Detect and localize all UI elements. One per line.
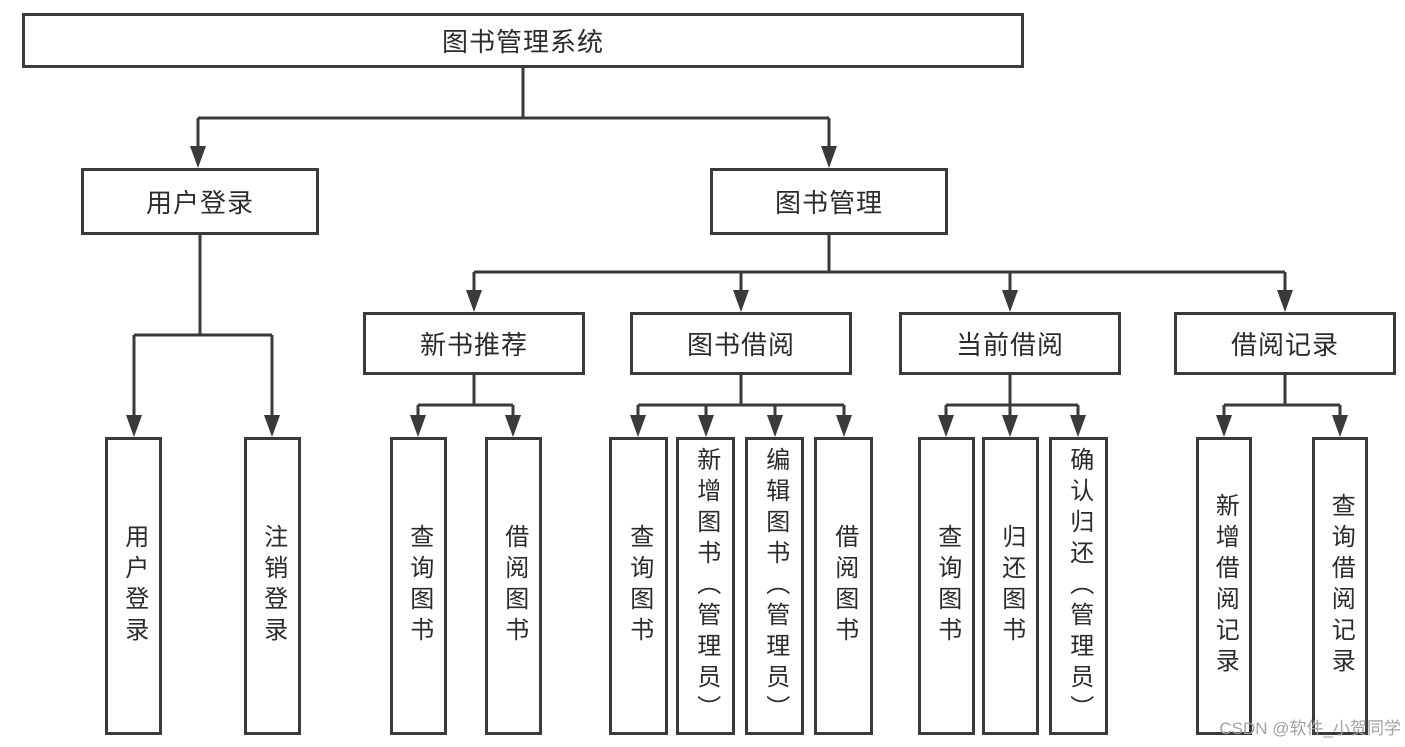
node-user-login: 用户登录 <box>81 168 319 235</box>
leaf-borrow-books-borrowing-label: 借阅图书 <box>830 524 858 648</box>
connector-book-borrowing-children <box>630 375 852 437</box>
leaf-borrow-books-borrowing: 借阅图书 <box>814 437 873 735</box>
arrow-down-icon <box>836 415 852 437</box>
connector-current-borrowing-children <box>938 375 1086 437</box>
arrow-down-icon <box>733 290 749 312</box>
leaf-query-books-current-label: 查询图书 <box>933 524 961 648</box>
node-current-borrowing: 当前借阅 <box>899 312 1121 375</box>
node-book-management: 图书管理 <box>710 168 948 235</box>
leaf-add-borrow-record: 新增借阅记录 <box>1196 437 1252 735</box>
leaf-borrow-books-recommend: 借阅图书 <box>485 437 542 735</box>
connector-borrowing-records-children <box>1216 375 1348 437</box>
csdn-watermark: CSDN @软件_小贺同学 <box>1219 719 1401 738</box>
leaf-add-borrow-record-label: 新增借阅记录 <box>1211 493 1239 679</box>
leaf-confirm-return-admin: 确认归还（管理员） <box>1049 437 1108 735</box>
leaf-edit-book-admin: 编辑图书（管理员） <box>745 437 804 735</box>
connector-new-book-children <box>410 375 521 437</box>
node-current-borrowing-label: 当前借阅 <box>955 330 1064 360</box>
leaf-user-login-label: 用户登录 <box>120 524 148 648</box>
arrow-down-icon <box>126 415 142 437</box>
arrow-down-icon <box>1002 415 1018 437</box>
leaf-add-book-admin: 新增图书（管理员） <box>676 437 735 735</box>
node-borrowing-records-label: 借阅记录 <box>1230 330 1339 360</box>
leaf-logout: 注销登录 <box>244 437 301 735</box>
arrow-down-icon <box>1277 290 1293 312</box>
connector-root-to-level2 <box>190 68 837 168</box>
leaf-logout-label: 注销登录 <box>259 524 287 648</box>
arrow-down-icon <box>630 415 646 437</box>
leaf-query-books-recommend: 查询图书 <box>390 437 447 735</box>
arrow-down-icon <box>466 290 482 312</box>
leaf-query-books-current: 查询图书 <box>918 437 975 735</box>
arrow-down-icon <box>1332 415 1348 437</box>
arrow-down-icon <box>767 415 783 437</box>
arrow-down-icon <box>698 415 714 437</box>
node-book-borrowing-label: 图书借阅 <box>686 330 795 360</box>
arrow-down-icon <box>410 415 426 437</box>
leaf-query-borrow-record: 查询借阅记录 <box>1312 437 1368 735</box>
arrow-down-icon <box>505 415 521 437</box>
node-user-login-label: 用户登录 <box>145 188 254 218</box>
leaf-query-books-borrowing-label: 查询图书 <box>625 524 653 648</box>
arrow-down-icon <box>264 415 280 437</box>
leaf-return-book: 归还图书 <box>982 437 1039 735</box>
leaf-edit-book-admin-label: 编辑图书（管理员） <box>761 446 789 726</box>
arrow-down-icon <box>821 146 837 168</box>
arrow-down-icon <box>190 146 206 168</box>
leaf-user-login: 用户登录 <box>105 437 162 735</box>
arrow-down-icon <box>1002 290 1018 312</box>
leaf-query-books-borrowing: 查询图书 <box>609 437 668 735</box>
leaf-confirm-return-admin-label: 确认归还（管理员） <box>1065 446 1093 726</box>
connector-user-login-children <box>126 235 280 437</box>
leaf-query-books-recommend-label: 查询图书 <box>405 524 433 648</box>
arrow-down-icon <box>1070 415 1086 437</box>
node-new-book-recommendation-label: 新书推荐 <box>419 330 528 360</box>
leaf-return-book-label: 归还图书 <box>997 524 1025 648</box>
node-book-borrowing: 图书借阅 <box>630 312 852 375</box>
leaf-query-borrow-record-label: 查询借阅记录 <box>1327 493 1355 679</box>
node-borrowing-records: 借阅记录 <box>1174 312 1396 375</box>
node-book-management-label: 图书管理 <box>774 188 883 218</box>
connector-book-management-children <box>466 235 1293 312</box>
leaf-add-book-admin-label: 新增图书（管理员） <box>692 446 720 726</box>
node-root-label: 图书管理系统 <box>441 27 604 57</box>
leaf-borrow-books-recommend-label: 借阅图书 <box>500 524 528 648</box>
node-new-book-recommendation: 新书推荐 <box>363 312 585 375</box>
node-root: 图书管理系统 <box>22 13 1024 68</box>
arrow-down-icon <box>938 415 954 437</box>
arrow-down-icon <box>1216 415 1232 437</box>
